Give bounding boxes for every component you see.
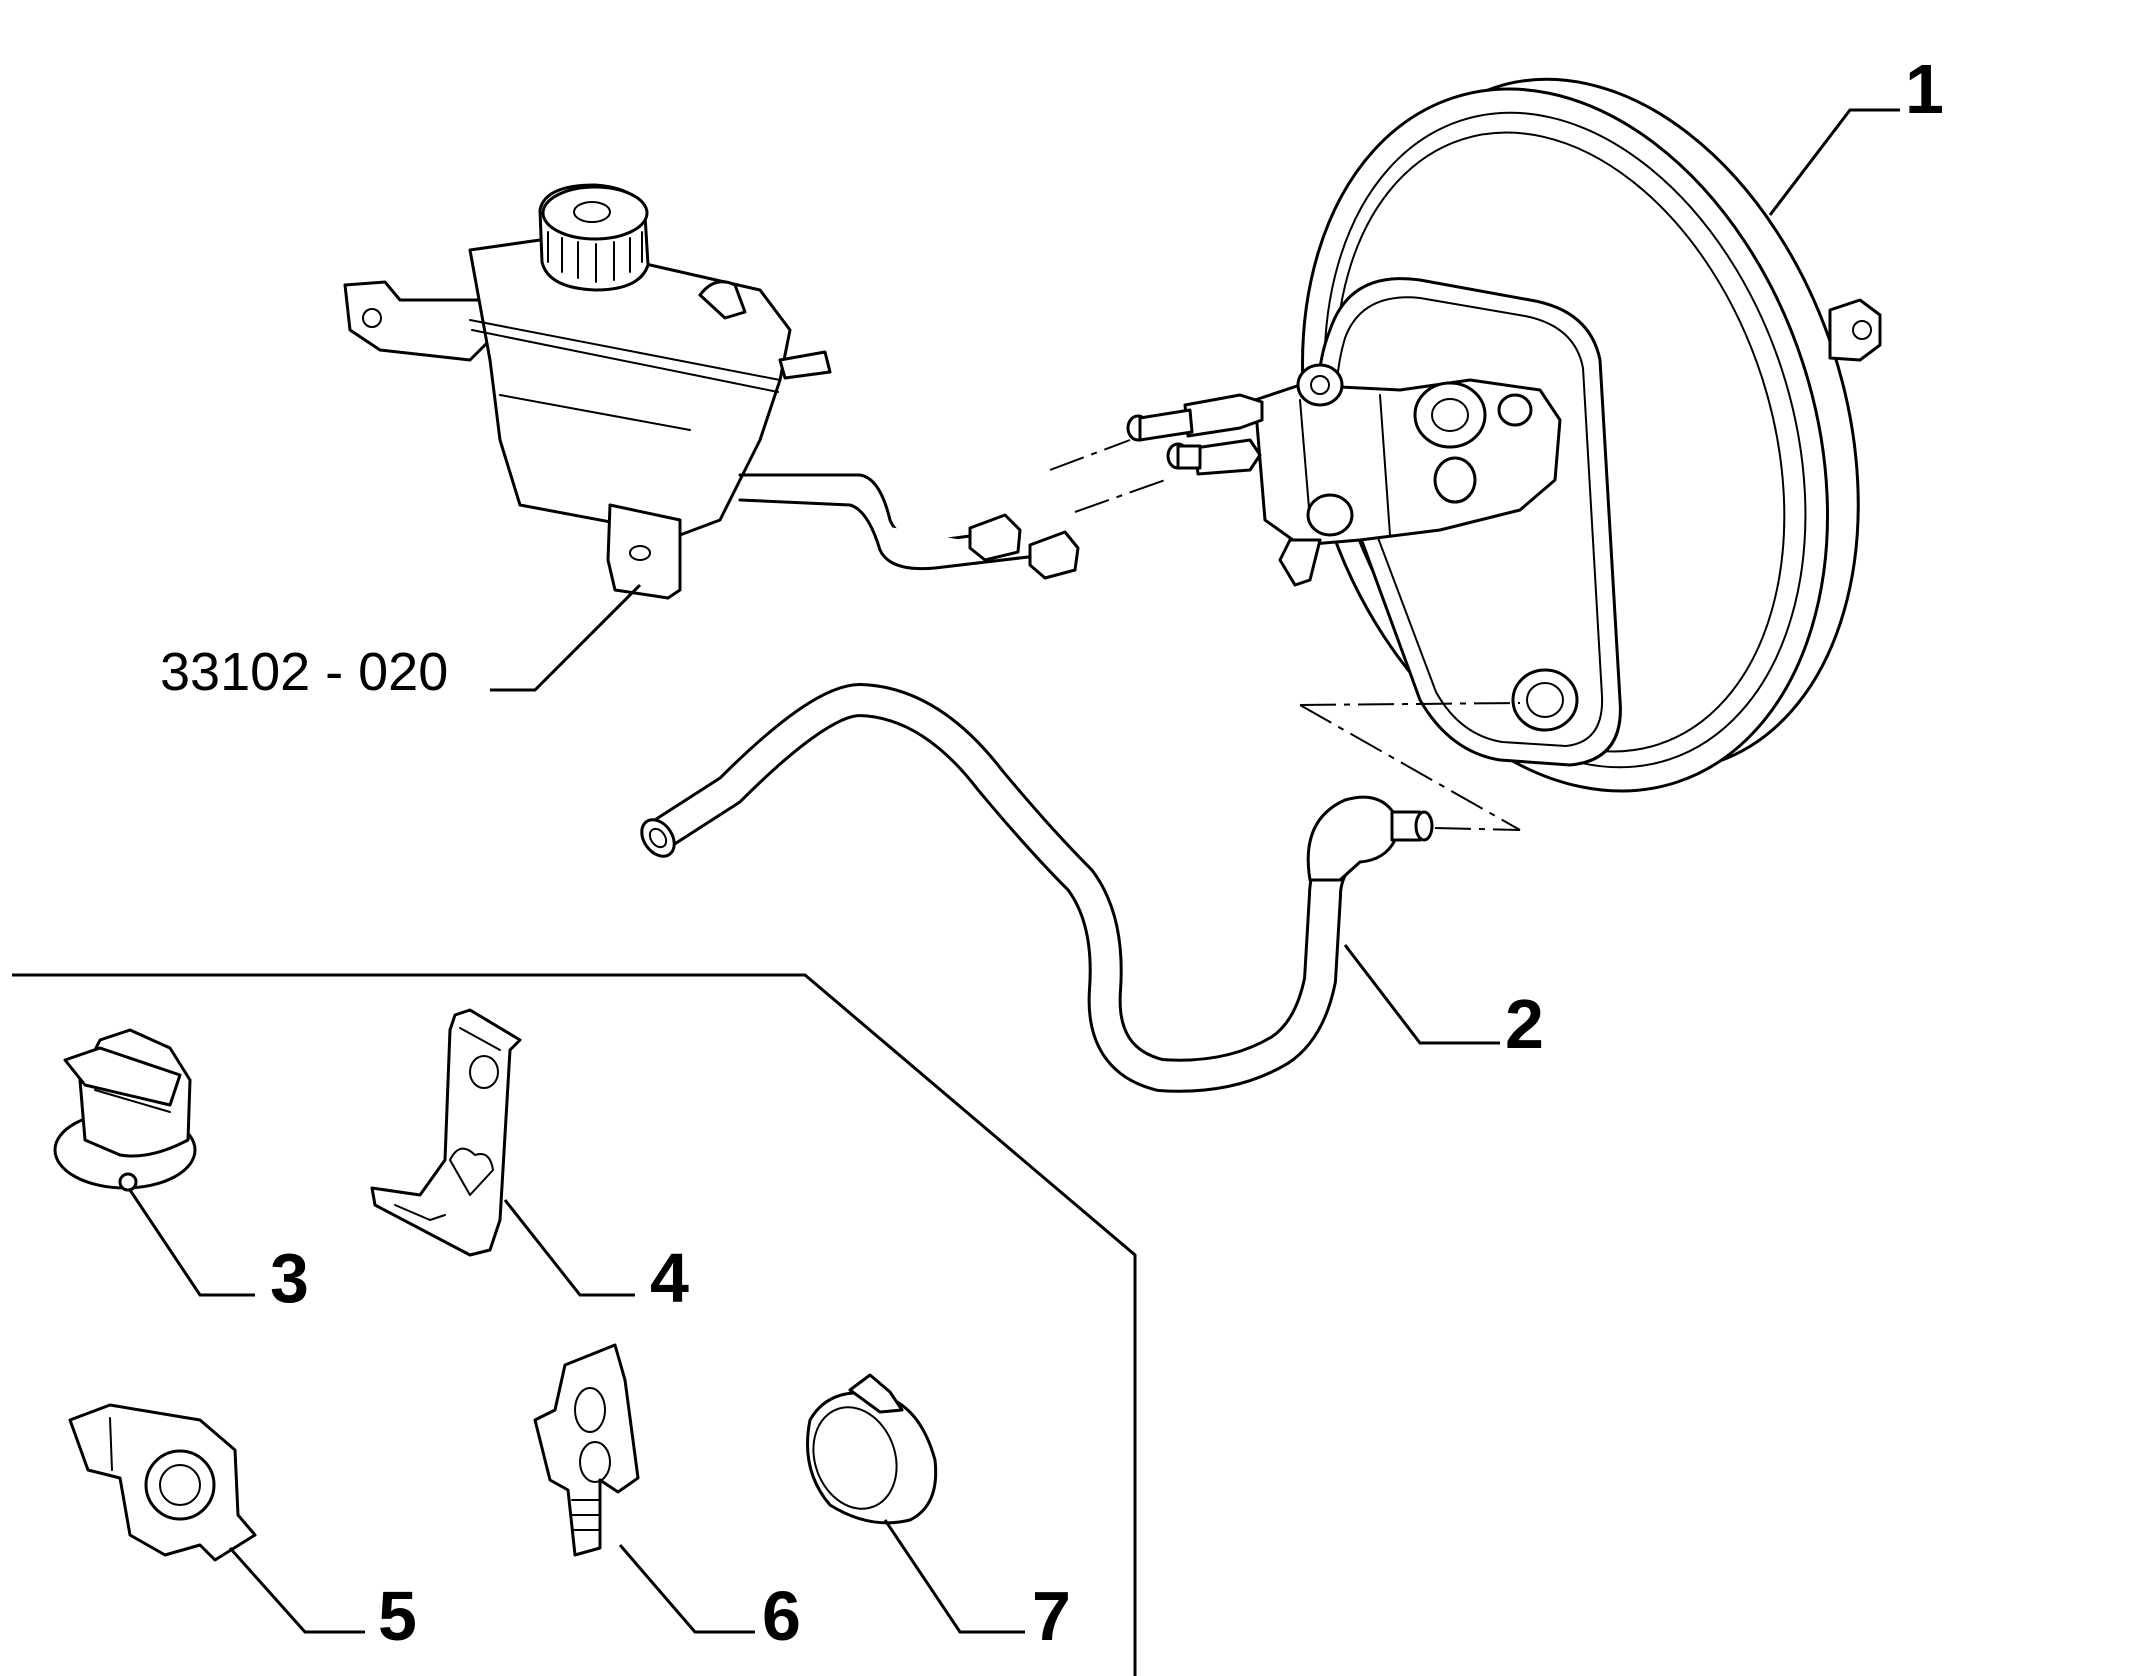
callout-2: 2 — [1505, 985, 1544, 1063]
part-5-pipe-clip — [68, 1403, 257, 1562]
brake-fluid-reservoir — [343, 183, 1080, 600]
part-7-hose-clamp — [806, 1373, 938, 1525]
callout-4: 4 — [650, 1239, 689, 1317]
hardware-group-frame — [12, 973, 1137, 1676]
callout-7: 7 — [1032, 1577, 1071, 1655]
leader-lines — [128, 108, 1900, 1634]
callout-3: 3 — [270, 1239, 309, 1317]
vacuum-hose — [640, 683, 1434, 1093]
part-6-double-clip — [533, 1343, 640, 1557]
part-4-bracket — [370, 1008, 522, 1257]
reference-code-label: 33102 - 020 — [160, 642, 448, 702]
part-3-clip — [53, 1028, 197, 1192]
brake-booster-assembly — [1126, 77, 1882, 793]
callout-5: 5 — [378, 1577, 417, 1655]
assembly-lines — [1049, 439, 1521, 831]
callout-1: 1 — [1905, 50, 1944, 128]
callout-6: 6 — [762, 1577, 801, 1655]
